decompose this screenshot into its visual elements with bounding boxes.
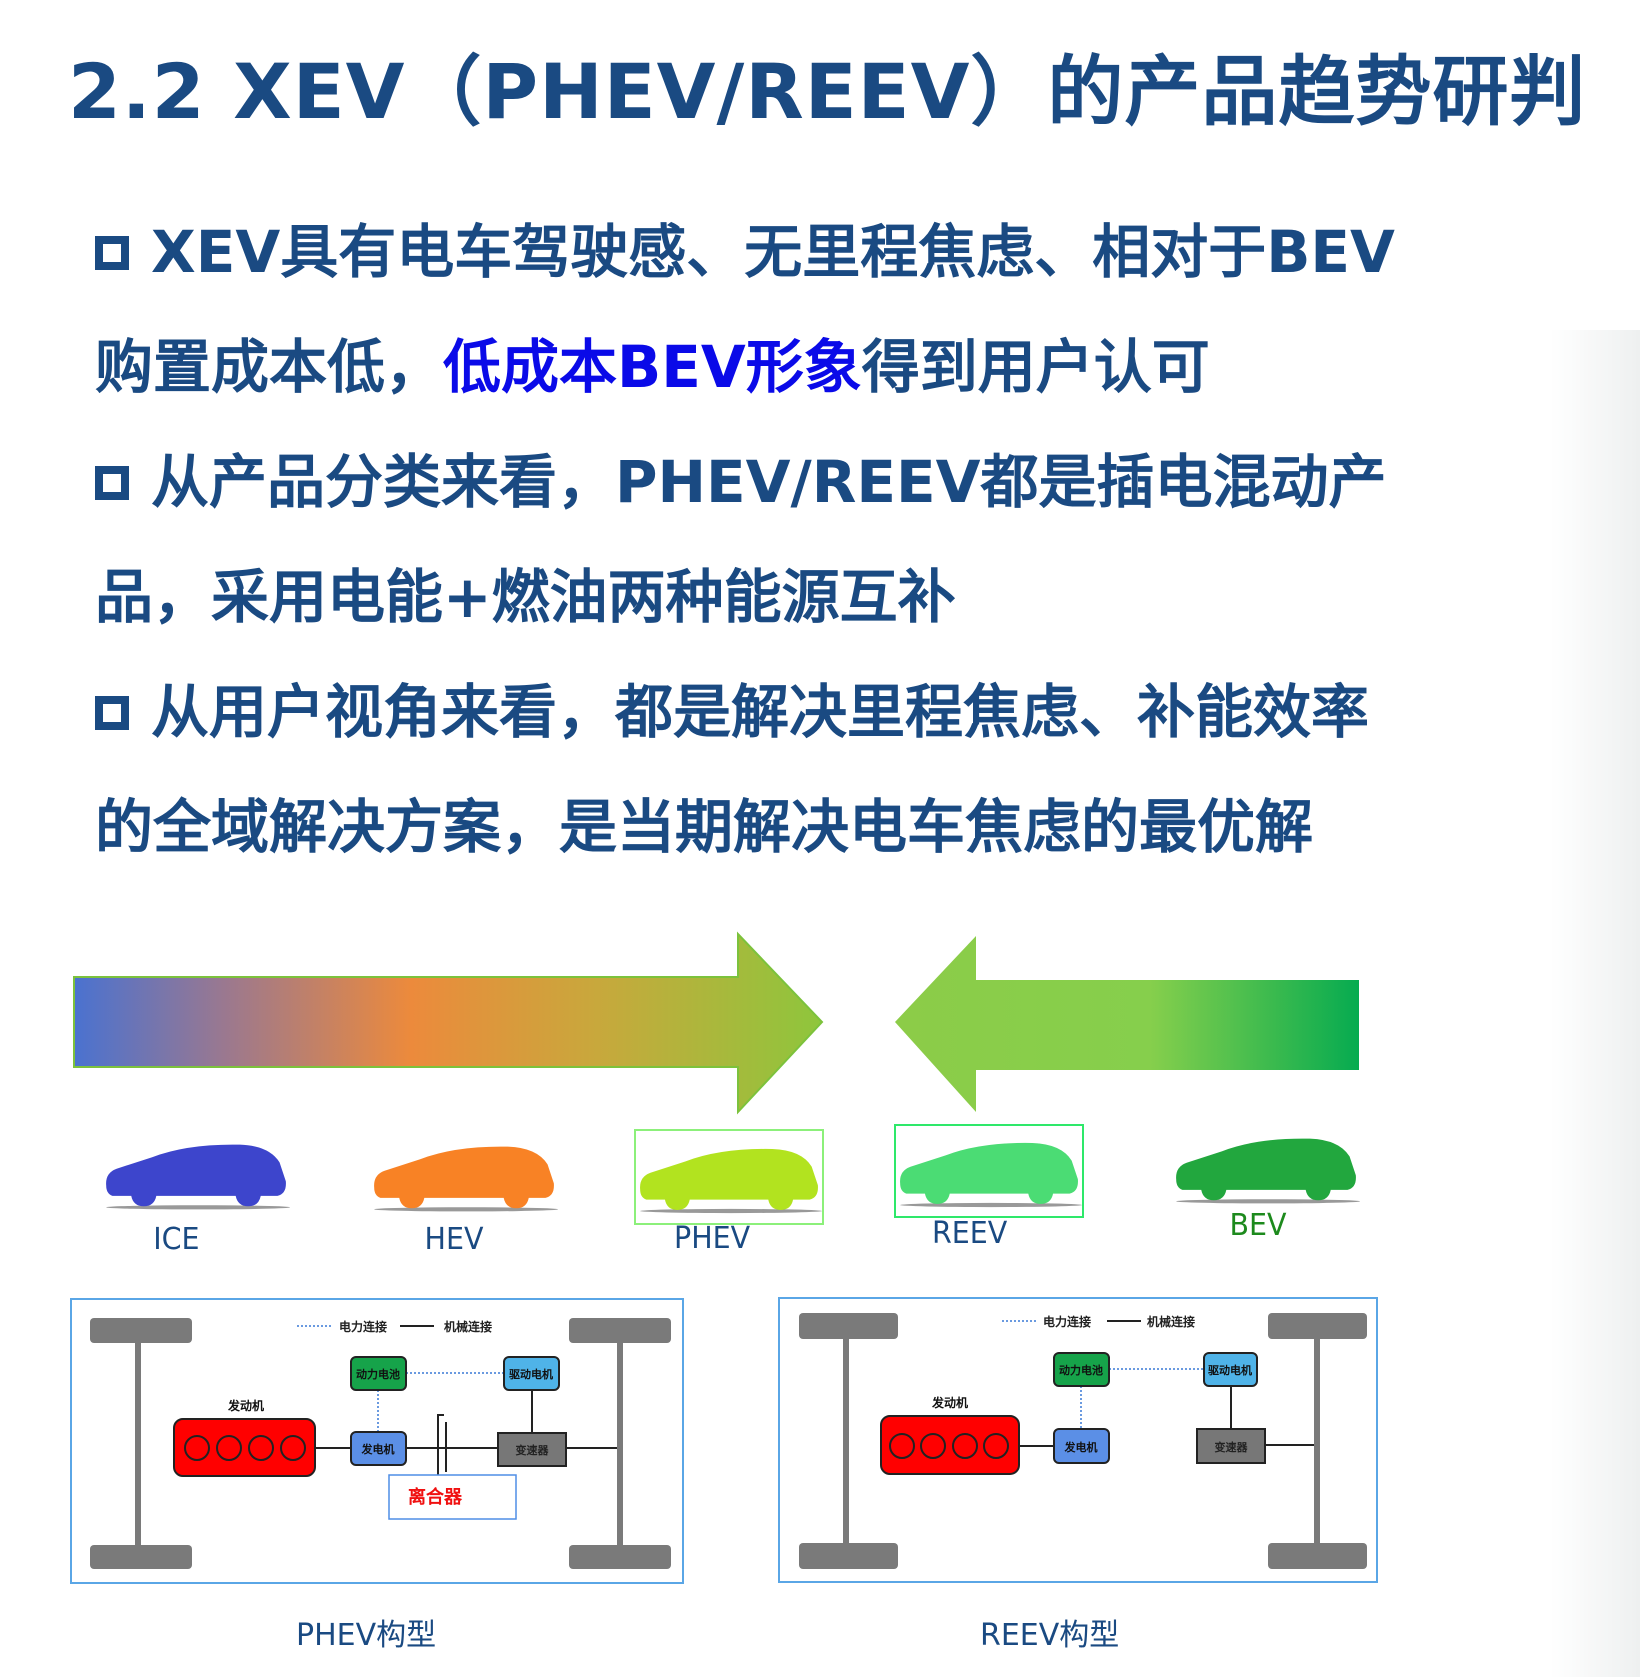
background-fade bbox=[1550, 330, 1640, 1677]
bullet-text: 购置成本低， bbox=[95, 333, 444, 401]
bullet-3-line-1: 从用户视角来看，都是解决里程焦虑、补能效率 bbox=[95, 665, 1369, 749]
car-label-ice: ICE bbox=[153, 1222, 200, 1257]
generator-label: 发电机 bbox=[361, 1442, 395, 1456]
legend-mechanical: 机械连接 bbox=[1147, 1314, 1195, 1329]
battery-block bbox=[1053, 1352, 1110, 1387]
drive-motor-block bbox=[503, 1356, 560, 1391]
legend-electric: 电力连接 bbox=[1043, 1314, 1091, 1329]
reev-highlight-frame bbox=[894, 1124, 1084, 1218]
clutch-label: 离合器 bbox=[408, 1486, 463, 1508]
gearbox-label: 变速器 bbox=[516, 1443, 550, 1457]
bullet-text: 得到用户认可 bbox=[861, 333, 1210, 401]
drive-motor-label: 驱动电机 bbox=[509, 1367, 553, 1381]
drive-motor-label: 驱动电机 bbox=[1208, 1363, 1252, 1377]
battery-block bbox=[350, 1356, 407, 1391]
legend-mechanical: 机械连接 bbox=[444, 1319, 492, 1334]
car-hev-icon bbox=[374, 1146, 558, 1212]
car-ice-icon bbox=[106, 1144, 290, 1210]
gearbox-label: 变速器 bbox=[1215, 1440, 1249, 1454]
left-arrow bbox=[73, 931, 824, 1115]
reev-architecture-diagram: 电力连接 机械连接 动力电池 驱动电机 发动机 发电机 变速器 bbox=[778, 1297, 1378, 1583]
legend-electric: 电力连接 bbox=[339, 1319, 387, 1334]
phev-caption: PHEV构型 bbox=[296, 1618, 437, 1653]
wheels bbox=[799, 1313, 1367, 1569]
bullet-3-line-2: 的全域解决方案，是当期解决电车焦虑的最优解 bbox=[95, 793, 1314, 861]
bullet-highlight-text: 低成本BEV形象 bbox=[443, 333, 862, 401]
car-bev-icon bbox=[1176, 1138, 1360, 1204]
engine-block bbox=[173, 1418, 316, 1477]
gearbox-block bbox=[1196, 1428, 1266, 1464]
bullet-1-line-2: 购置成本低，低成本BEV形象得到用户认可 bbox=[95, 320, 1210, 404]
bullet-text: 从用户视角来看，都是解决里程焦虑、补能效率 bbox=[151, 678, 1370, 746]
engine-label: 发动机 bbox=[227, 1398, 264, 1413]
convergence-arrows bbox=[73, 931, 1359, 1115]
bullet-square-icon bbox=[95, 236, 129, 270]
engine-label: 发动机 bbox=[931, 1395, 968, 1410]
bullet-square-icon bbox=[95, 696, 129, 730]
right-arrow bbox=[895, 936, 1359, 1112]
generator-block bbox=[1053, 1428, 1110, 1464]
bullet-square-icon bbox=[95, 466, 129, 500]
car-label-bev: BEV bbox=[1229, 1208, 1287, 1243]
bullet-2-line-1: 从产品分类来看，PHEV/REEV都是插电混动产 bbox=[95, 435, 1387, 519]
clutch-callout bbox=[388, 1474, 517, 1520]
generator-block bbox=[350, 1431, 407, 1466]
gearbox-block bbox=[497, 1432, 567, 1467]
car-label-hev: HEV bbox=[424, 1222, 484, 1257]
car-phev-icon bbox=[640, 1148, 822, 1214]
bullet-1-line-1: XEV具有电车驾驶感、无里程焦虑、相对于BEV bbox=[95, 205, 1395, 289]
car-label-phev: PHEV bbox=[674, 1221, 751, 1256]
generator-label: 发电机 bbox=[1064, 1440, 1098, 1454]
battery-label: 动力电池 bbox=[356, 1367, 400, 1381]
bullet-text: 从产品分类来看，PHEV/REEV都是插电混动产 bbox=[151, 448, 1387, 516]
drive-motor-block bbox=[1203, 1352, 1258, 1387]
engine-block bbox=[880, 1415, 1020, 1475]
page-title: 2.2 XEV（PHEV/REEV）的产品趋势研判 bbox=[68, 47, 1587, 136]
phev-architecture-diagram: 电力连接 机械连接 动力电池 驱动电机 发动机 发电机 变速器 离合器 bbox=[70, 1298, 684, 1584]
wheels bbox=[90, 1318, 671, 1569]
car-label-reev: REEV bbox=[931, 1216, 1008, 1251]
bullet-2-line-2: 品，采用电能+燃油两种能源互补 bbox=[95, 563, 956, 631]
reev-caption: REEV构型 bbox=[980, 1618, 1120, 1653]
battery-label: 动力电池 bbox=[1059, 1363, 1103, 1377]
bullet-text: XEV具有电车驾驶感、无里程焦虑、相对于BEV bbox=[151, 218, 1395, 286]
phev-highlight-frame bbox=[634, 1129, 824, 1225]
car-reev-icon bbox=[900, 1142, 1082, 1208]
